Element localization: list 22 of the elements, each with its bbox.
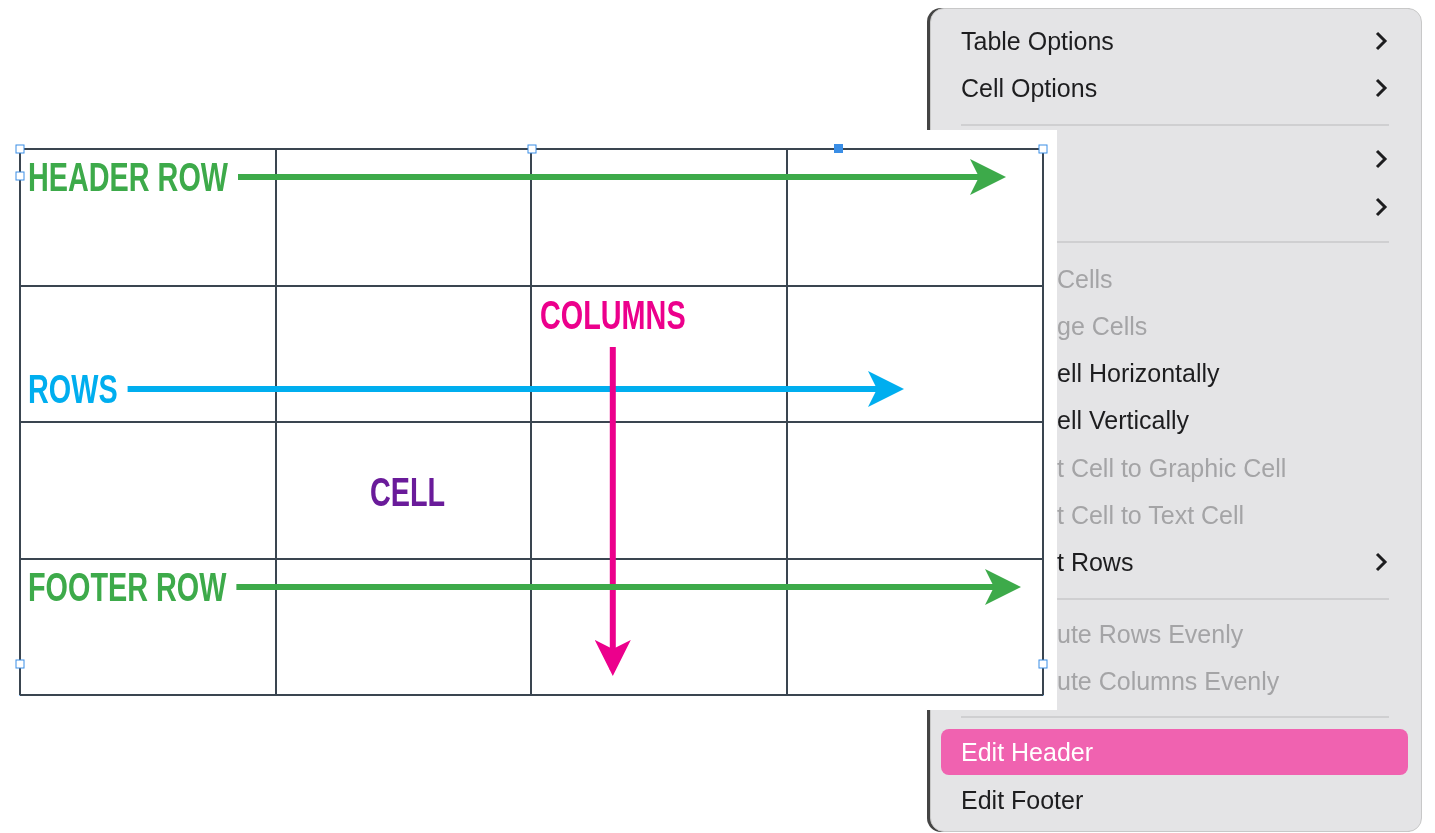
arrow [238, 159, 1006, 195]
menu-item: Edit Footer [961, 785, 1084, 815]
annotation-label: COLUMNS [540, 295, 686, 335]
menu-item: ge Cells [1057, 311, 1148, 341]
menu-item: t Cell to Text Cell [1057, 500, 1245, 530]
menu-item: Cell Options [961, 73, 1098, 103]
annotation-label: HEADER ROW [28, 157, 228, 197]
arrow [594, 347, 631, 676]
menu-item: t Cell to Graphic Cell [1057, 453, 1287, 483]
annotation-label: ROWS [28, 369, 118, 409]
menu-item: ell Vertically [1057, 405, 1189, 435]
menu-item: Cells [1057, 264, 1113, 294]
menu-item: ute Rows Evenly [1057, 619, 1244, 649]
menu-item: t Rows [1057, 547, 1134, 577]
menu-item: ute Columns Evenly [1057, 666, 1280, 696]
menu-item: ell Horizontally [1057, 358, 1220, 388]
arrow [236, 569, 1021, 605]
arrow [127, 371, 904, 407]
menu-item: Edit Header [961, 737, 1094, 767]
menu-item: Table Options [961, 26, 1114, 56]
annotation-label: FOOTER ROW [28, 567, 227, 607]
annotation-label: CELL [370, 472, 446, 512]
